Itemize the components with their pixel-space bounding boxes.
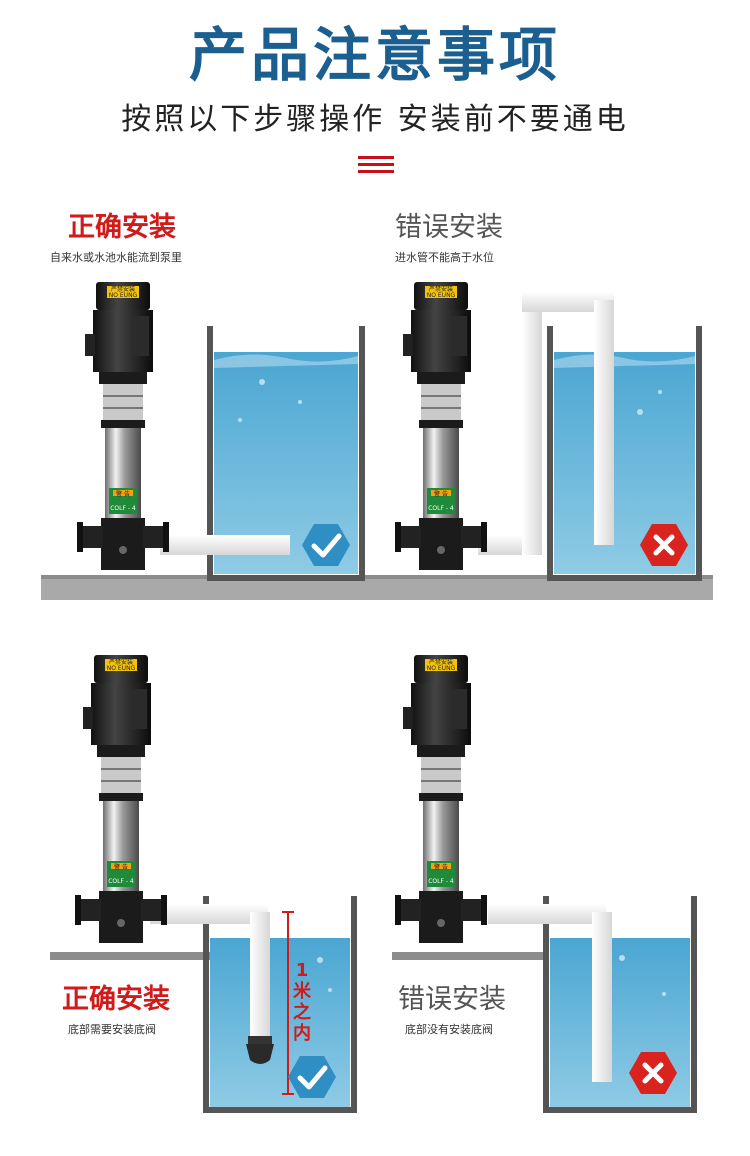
panel-4-status-label: 错误安装 [398, 984, 506, 1015]
panel-2-tank [547, 326, 702, 581]
title-divider [358, 170, 394, 173]
check-icon [302, 524, 350, 566]
pump-brand-tag: NO EUNG [107, 665, 136, 672]
distance-marker [282, 911, 294, 1095]
page-title: 产品注意事项 [188, 21, 561, 89]
floor-slab [50, 952, 210, 960]
pump-warning-tag: 严禁安装 [429, 658, 453, 666]
panel-1-status-label: 正确安装 [68, 212, 176, 243]
pump-brand-tag: NO EUNG [427, 292, 456, 299]
panel-3-measure-label: 1米之内 [293, 960, 311, 1044]
panel-1-inlet-pipe [160, 535, 290, 555]
cross-icon [640, 524, 688, 566]
title-divider [358, 156, 394, 159]
panel-3-status-label: 正确安装 [62, 984, 170, 1015]
pump-warning-tag: 严禁安装 [109, 658, 133, 666]
floor-slab [41, 578, 713, 600]
panel-3-pump [74, 654, 168, 944]
title-divider [358, 163, 394, 166]
panel-3-tank [203, 896, 357, 1113]
pump-brand-tag: NO EUNG [427, 665, 456, 672]
panel-3-caption: 底部需要安装底阀 [68, 1023, 156, 1036]
panel-1-tank [207, 326, 365, 581]
panel-1-pump [76, 281, 170, 571]
pump-model-label: COLF - 4 [108, 878, 134, 885]
pump-model-label: COLF - 4 [428, 878, 454, 885]
panel-4-tank [543, 896, 697, 1113]
pump-brand-tag: NO EUNG [109, 292, 138, 299]
cross-icon [629, 1052, 677, 1094]
pump-caution-label: 警 告 [114, 863, 128, 871]
panel-1-caption: 自来水或水池水能流到泵里 [50, 251, 182, 264]
panel-2-caption: 进水管不能高于水位 [395, 251, 494, 264]
pump-model-label: COLF - 4 [428, 505, 454, 512]
pump-warning-tag: 严禁安装 [111, 285, 135, 293]
foot-valve [246, 1036, 274, 1064]
panel-4-caption: 底部没有安装底阀 [405, 1023, 493, 1036]
pump-caution-label: 警 告 [434, 863, 448, 871]
pump-warning-tag: 严禁安装 [429, 285, 453, 293]
page-subtitle: 按照以下步骤操作 安装前不要通电 [121, 102, 629, 137]
panel-3-inlet-pipe [150, 904, 268, 924]
panel-4-inlet-pipe [488, 904, 606, 924]
panel-2-pump [394, 281, 488, 571]
panel-2-status-label: 错误安装 [395, 212, 503, 243]
panel-2-inlet-pipe [522, 300, 542, 555]
pump-model-label: COLF - 4 [110, 505, 136, 512]
pump-caution-label: 警 告 [116, 490, 130, 498]
floor-slab [392, 952, 544, 960]
pump-caution-label: 警 告 [434, 490, 448, 498]
panel-4-pump [394, 654, 488, 944]
check-icon [288, 1056, 336, 1098]
